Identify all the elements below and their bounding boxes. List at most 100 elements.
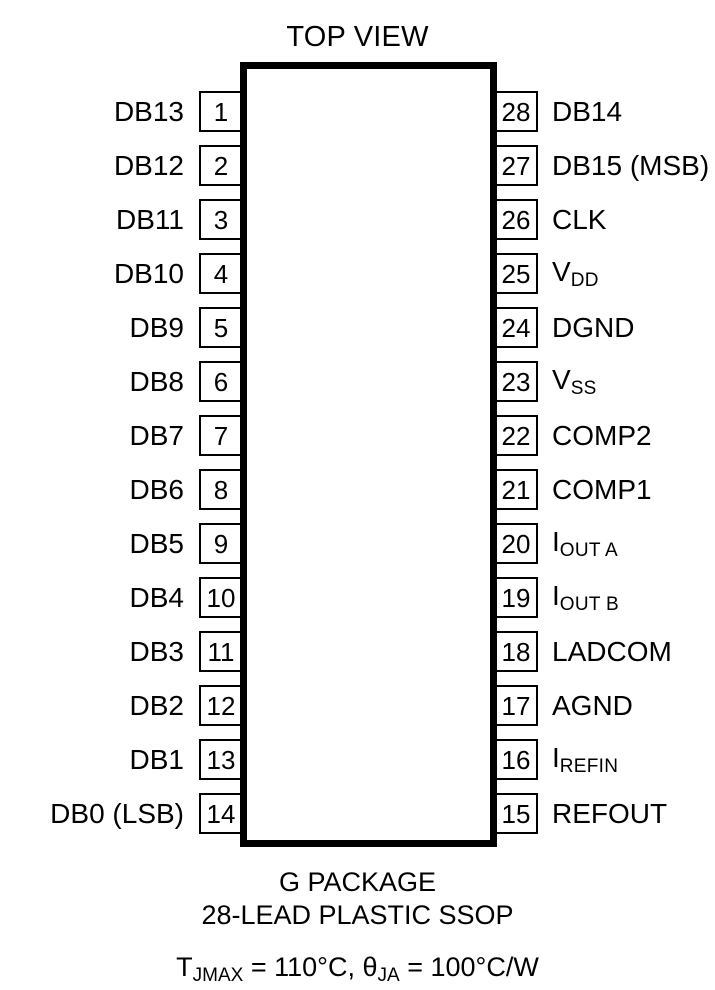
package-body-outline [240,62,497,847]
pin-number-18: 18 [494,631,538,672]
pin-row: DB13 1 [0,91,243,132]
pin-number-16: 16 [494,739,538,780]
pin-label-base: I [552,741,560,773]
pin-number-24: 24 [494,307,538,348]
pin-label-25: VDD [552,255,599,291]
pin-row: DB4 10 [0,577,243,618]
pin-label-22: COMP2 [552,419,652,451]
pin-label-subscript: OUT A [559,539,618,561]
pin-label-subscript: DD [570,269,599,291]
pin-label-5: DB9 [129,311,184,343]
pin-label-base: I [552,525,560,557]
pin-label-10: DB4 [129,581,184,613]
pin-label-8: DB6 [129,473,184,505]
pin-row: DB12 2 [0,145,243,186]
pin-row: 15 REFOUT [494,793,715,834]
pin-row: DB6 8 [0,469,243,510]
pin-number-2: 2 [199,145,243,186]
pin-label-4: DB10 [113,257,184,289]
pin-label-12: DB2 [129,689,184,721]
pin-number-3: 3 [199,199,243,240]
pin-row: DB7 7 [0,415,243,456]
pin-number-4: 4 [199,253,243,294]
thermal-specs: TJMAX = 110°C, θJA = 100°C/W [0,951,715,987]
pin-label-subscript: SS [570,377,597,399]
pin-number-23: 23 [494,361,538,402]
pin-label-16: IREFIN [552,741,619,777]
pin-row: 16 IREFIN [494,739,715,780]
pin-row: DB9 5 [0,307,243,348]
pin-label-26: CLK [552,203,607,235]
pin-row: 20 IOUT A [494,523,715,564]
pin-label-base: I [552,579,560,611]
pin-row: DB10 4 [0,253,243,294]
pin-number-14: 14 [199,793,243,834]
pin-row: 26 CLK [494,199,715,240]
pin-label-21: COMP1 [552,473,652,505]
pin-number-8: 8 [199,469,243,510]
theta-subscript: JA [377,965,400,986]
pin-number-25: 25 [494,253,538,294]
pin-label-24: DGND [552,311,635,343]
pin-number-12: 12 [199,685,243,726]
pin-number-17: 17 [494,685,538,726]
pin-number-22: 22 [494,415,538,456]
pin-row: 23 VSS [494,361,715,402]
pin-row: 28 DB14 [494,91,715,132]
pin-label-9: DB5 [129,527,184,559]
pin-row: DB2 12 [0,685,243,726]
pin-number-9: 9 [199,523,243,564]
pin-row: 25 VDD [494,253,715,294]
pin-row: 22 COMP2 [494,415,715,456]
pin-number-28: 28 [494,91,538,132]
pin-number-26: 26 [494,199,538,240]
pin-label-subscript: REFIN [559,755,619,777]
pin-number-13: 13 [199,739,243,780]
pin-label-14: DB0 (LSB) [50,797,184,829]
caption-block: G PACKAGE 28-LEAD PLASTIC SSOP TJMAX = 1… [0,866,715,987]
pin-label-1: DB13 [113,95,184,127]
pin-label-base: V [552,255,571,287]
pin-label-27: DB15 (MSB) [552,149,710,181]
pin-label-19: IOUT B [552,579,619,615]
package-type: 28-LEAD PLASTIC SSOP [201,900,514,930]
pin-row: 24 DGND [494,307,715,348]
theta-value: = 100°C/W [399,952,539,982]
pin-label-20: IOUT A [552,525,618,561]
pin-number-1: 1 [199,91,243,132]
pin-label-2: DB12 [113,149,184,181]
page-title: TOP VIEW [286,21,429,53]
pin-number-19: 19 [494,577,538,618]
pin-label-7: DB7 [129,419,184,451]
tjmax-subscript: JMAX [192,965,244,986]
theta-symbol: θ [362,952,378,982]
pin-label-28: DB14 [552,95,623,127]
tjmax-value: = 110°C, [243,952,363,982]
pin-row: 27 DB15 (MSB) [494,145,715,186]
pin-label-15: REFOUT [552,797,668,829]
package-name: G PACKAGE [278,867,437,897]
pin-number-6: 6 [199,361,243,402]
pin-number-27: 27 [494,145,538,186]
pin-label-17: AGND [552,689,633,721]
pin-label-23: VSS [552,363,597,399]
pin-number-10: 10 [199,577,243,618]
pin-label-base: V [552,363,571,395]
pin-number-15: 15 [494,793,538,834]
pin-row: DB11 3 [0,199,243,240]
pin-number-7: 7 [199,415,243,456]
pin-row: DB1 13 [0,739,243,780]
pin-number-5: 5 [199,307,243,348]
pin-row: DB5 9 [0,523,243,564]
pin-label-13: DB1 [129,743,184,775]
tjmax-symbol: T [176,952,193,982]
pin-label-3: DB11 [116,203,184,235]
pin-number-20: 20 [494,523,538,564]
pin-number-11: 11 [199,631,243,672]
pin-row: 17 AGND [494,685,715,726]
pin-row: 19 IOUT B [494,577,715,618]
